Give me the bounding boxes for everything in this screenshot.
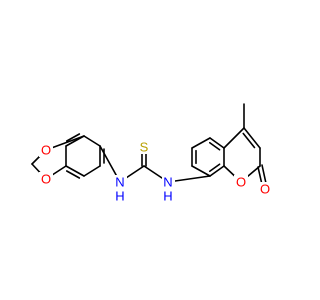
atom-o-dioxole-bottom-bg — [39, 172, 53, 186]
bond-b3-b4 — [209, 137, 225, 149]
atom-nh-left-n-bg — [114, 175, 127, 189]
bond-a6-a1 — [83, 135, 101, 147]
atom-labels-group: O O S N H N H O O — [39, 140, 272, 204]
atom-nh-right-n: N — [163, 175, 172, 190]
bond-a3-a4 — [65, 165, 85, 177]
atom-s-thio-bg — [138, 140, 150, 154]
atom-nh-right-h: H — [163, 189, 172, 204]
bond-b6-b1 — [191, 165, 211, 177]
bond-b2-b3 — [191, 137, 211, 149]
molecule-canvas: O O S N H N H O O — [31, 103, 272, 204]
atom-o-dioxole-top: O — [41, 143, 51, 158]
bond-double-b5-b6 — [208, 163, 221, 173]
bond-b5-b6 — [209, 165, 225, 177]
atom-o-carbonyl-bg — [258, 182, 272, 196]
bond-double-b3-b4 — [208, 141, 221, 151]
bond-b4-p2 — [223, 127, 245, 149]
atom-o-ring-bg — [234, 175, 248, 189]
atom-o-ring: O — [236, 175, 246, 190]
bond-a2-a3 — [83, 165, 101, 177]
molecule-structure-diagram: O O S N H N H O O — [31, 103, 272, 204]
bond-double-a5-a6 — [65, 133, 81, 142]
atom-nh-right-n-bg — [162, 175, 175, 189]
atom-o-carbonyl: O — [260, 182, 270, 197]
atom-o-dioxole-top-bg — [39, 143, 53, 157]
atom-s-thio: S — [140, 140, 149, 155]
bonds-group — [31, 103, 268, 190]
atom-nh-left-n: N — [115, 175, 124, 190]
atom-o-dioxole-bottom: O — [41, 172, 51, 187]
bond-p2-p3 — [243, 127, 261, 149]
bond-double-p2-p3 — [242, 132, 256, 149]
bond-double-a3-a4 — [65, 170, 81, 179]
atom-nh-left-h: H — [115, 189, 124, 204]
